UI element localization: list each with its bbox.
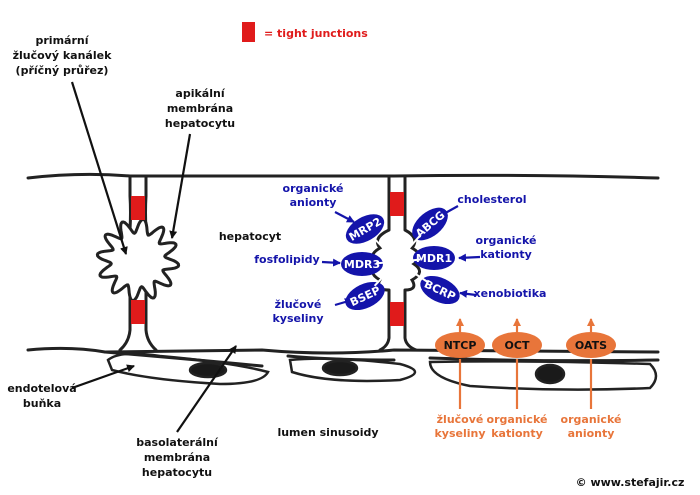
canal-label-2: žlučový kanálek: [13, 49, 112, 62]
left-lower-junction-wall: [118, 290, 158, 352]
black-labels: primární žlučový kanálek (příčný průřez)…: [7, 34, 684, 489]
canal-label-3: (příčný průřez): [16, 64, 109, 77]
transporter-bcrp: BCRP: [420, 275, 460, 305]
transporter-ntcp: [435, 332, 485, 358]
transporter-shape: [341, 252, 383, 276]
apical-substrate-label: žlučové: [275, 298, 322, 311]
tight-junction: [390, 192, 404, 216]
baso-label-1: basolaterální: [136, 436, 219, 449]
endothelial-cell-middle: [288, 357, 417, 383]
apical-transporters: MRP2organickéaniontyABCGcholesterolMDR3f…: [254, 182, 546, 325]
apical-label-1: apikální: [175, 87, 225, 100]
apical-substrate-arrow: [321, 258, 341, 267]
apical-substrate-label: organické: [476, 234, 537, 247]
black-pointers: [70, 81, 237, 433]
transporter-oct: [492, 332, 542, 358]
transporter-name: OATS: [575, 339, 607, 352]
basolateral-substrate-label: kationty: [491, 427, 543, 440]
tight-junctions: [131, 192, 404, 326]
endo-label-2: buňka: [23, 397, 61, 410]
transporter-shape: [345, 214, 385, 244]
efflux-arrow: [399, 263, 429, 284]
transporter-bsep: BSEP: [345, 281, 385, 311]
transporter-shape: [420, 275, 460, 305]
tight-junction: [131, 196, 145, 220]
apical-substrate-label: cholesterol: [457, 193, 526, 206]
apical-substrate-label: anionty: [290, 196, 337, 209]
transporter-name: OCT: [505, 339, 530, 352]
transporter-mrp2: MRP2: [345, 214, 385, 244]
efflux-arrow: [398, 233, 422, 260]
copyright: © www.stefajir.cz: [576, 476, 685, 489]
endo-pointer-arrow: [71, 364, 135, 390]
legend-label: = tight junctions: [264, 27, 368, 40]
basolateral-membrane-line: [26, 346, 660, 355]
apical-substrate-label: kationty: [480, 248, 532, 261]
apical-substrate-label: xenobiotika: [474, 287, 547, 300]
right-junction-wall-bottom: [378, 288, 418, 352]
hepatocyte-label: hepatocyt: [219, 230, 281, 243]
endo-label-1: endotelová: [7, 382, 76, 395]
transporter-name: NTCP: [444, 339, 477, 352]
basolateral-substrate-label: kyseliny: [434, 427, 485, 440]
apical-top-membrane: [26, 172, 660, 180]
canal-label-1: primární: [36, 34, 90, 47]
transporter-name: MDR1: [416, 252, 452, 265]
baso-label-2: membrána: [144, 451, 210, 464]
legend: = tight junctions: [242, 22, 368, 42]
apical-substrate-label: organické: [283, 182, 344, 195]
basolateral-substrate-label: žlučové: [437, 413, 484, 426]
apical-substrate-label: fosfolipidy: [254, 253, 319, 266]
transporter-mdr3: MDR3: [341, 252, 383, 276]
baso-pointer-arrow: [176, 345, 237, 433]
bile-canaliculus: [95, 217, 181, 303]
transporter-name: MDR3: [344, 258, 380, 271]
endothelial-nucleus: [321, 359, 359, 377]
transporter-shape: [345, 281, 385, 311]
apical-substrate-label: kyseliny: [272, 312, 323, 325]
efflux-arrow: [400, 257, 421, 265]
basolateral-substrate-label: organické: [487, 413, 548, 426]
basolateral-substrate-label: organické: [561, 413, 622, 426]
legend-tight-junction-swatch: [242, 22, 255, 42]
endothelial-cell-right: [428, 360, 658, 391]
basolateral-transporters: NTCPžlučovékyselinyOCTorganickékationtyO…: [434, 318, 622, 440]
apical-substrate-arrow: [334, 211, 355, 223]
canal-pointer-arrow: [70, 81, 128, 255]
endothelial-cells: [106, 352, 658, 391]
tight-junction: [390, 302, 404, 326]
apical-pointer-arrow: [169, 133, 192, 239]
efflux-arrow: [373, 264, 396, 287]
transporter-shape: [413, 246, 455, 270]
transporter-shape: [412, 207, 448, 241]
tight-junction: [131, 300, 145, 324]
basolateral-substrate-label: anionty: [568, 427, 615, 440]
right-junction-wall-top: [387, 174, 407, 232]
endothelial-nucleus: [534, 363, 566, 385]
efflux-arrow: [375, 259, 394, 267]
baso-label-3: hepatocytu: [142, 466, 212, 479]
transporter-mdr1: MDR1: [413, 246, 455, 270]
transporter-oats: [566, 332, 616, 358]
apical-label-3: hepatocytu: [165, 117, 235, 130]
lumen-label: lumen sinusoidy: [277, 426, 378, 439]
efflux-arrow: [373, 238, 395, 260]
endothelial-cell-left: [106, 352, 270, 386]
apical-label-2: membrána: [167, 102, 233, 115]
apical-substrate-arrow: [459, 289, 477, 298]
apical-substrate-arrow: [458, 253, 481, 262]
